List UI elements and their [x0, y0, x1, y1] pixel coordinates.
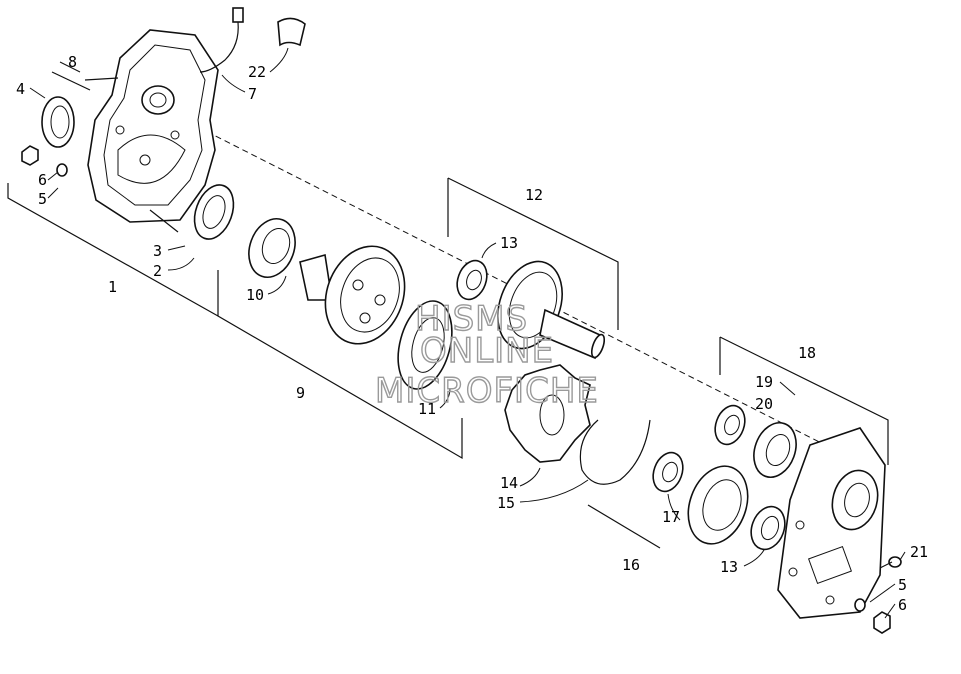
- watermark: HISMS ONLINE MICROFICHE: [374, 298, 599, 411]
- callout-14: 14: [500, 474, 518, 492]
- output-shaft-drum-9: [299, 245, 406, 345]
- callout-6-left: 6: [38, 171, 47, 189]
- bearing-19: [753, 422, 797, 478]
- nut-6-left: [21, 145, 39, 166]
- callout-7: 7: [248, 85, 257, 103]
- callout-11: 11: [418, 400, 436, 418]
- seal-4: [41, 96, 75, 148]
- callout-22: 22: [248, 63, 266, 81]
- callout-6-right: 6: [898, 596, 907, 614]
- bearing-13-upper: [456, 259, 488, 301]
- seal-20: [714, 404, 746, 446]
- washer-5-left: [56, 163, 68, 177]
- callout-21: 21: [910, 543, 928, 561]
- snap-ring-15: [579, 419, 651, 485]
- callout-13-upper: 13: [500, 234, 518, 252]
- transmission-housing: [87, 29, 219, 223]
- callout-10: 10: [246, 286, 264, 304]
- washer-5-right: [854, 598, 866, 612]
- callout-19: 19: [755, 373, 773, 391]
- callout-12: 12: [525, 186, 543, 204]
- callout-17: 17: [662, 508, 680, 526]
- callout-13-lower: 13: [720, 558, 738, 576]
- callout-5-left: 5: [38, 190, 47, 208]
- bearing-10: [248, 218, 296, 278]
- gear-16: [687, 465, 749, 545]
- pin-8: [51, 71, 119, 91]
- bearing-17: [652, 451, 684, 493]
- callout-4: 4: [16, 80, 25, 98]
- callout-15: 15: [497, 494, 515, 512]
- assembly-brackets: [7, 177, 889, 549]
- ring-22: [277, 17, 306, 47]
- gear-shaft-12: [497, 260, 606, 360]
- bolt-21: [879, 556, 902, 569]
- callout-labels: 8 4 6 5 22 7 3 2 1 10 9 11 12 13 14 15 1…: [16, 53, 928, 614]
- callout-1: 1: [108, 278, 117, 296]
- plate-11: [397, 300, 453, 390]
- bearing-13-lower: [750, 505, 786, 551]
- callout-8: 8: [68, 53, 77, 71]
- cover-18: [777, 427, 886, 619]
- callout-5-right: 5: [898, 576, 907, 594]
- seal-2: [193, 184, 235, 240]
- pin-3: [149, 209, 179, 233]
- callout-18: 18: [798, 344, 816, 362]
- callout-9: 9: [296, 384, 305, 402]
- leader-lines: [29, 47, 906, 619]
- callout-2: 2: [153, 262, 162, 280]
- watermark-line-3: MICROFICHE: [375, 371, 599, 411]
- watermark-line-1: HISMS: [415, 299, 528, 339]
- sensor-7: [199, 7, 244, 73]
- watermark-line-2: ONLINE: [420, 331, 554, 371]
- callout-20: 20: [755, 395, 773, 413]
- callout-16: 16: [622, 556, 640, 574]
- sprocket-14: [504, 364, 591, 463]
- callout-3: 3: [153, 242, 162, 260]
